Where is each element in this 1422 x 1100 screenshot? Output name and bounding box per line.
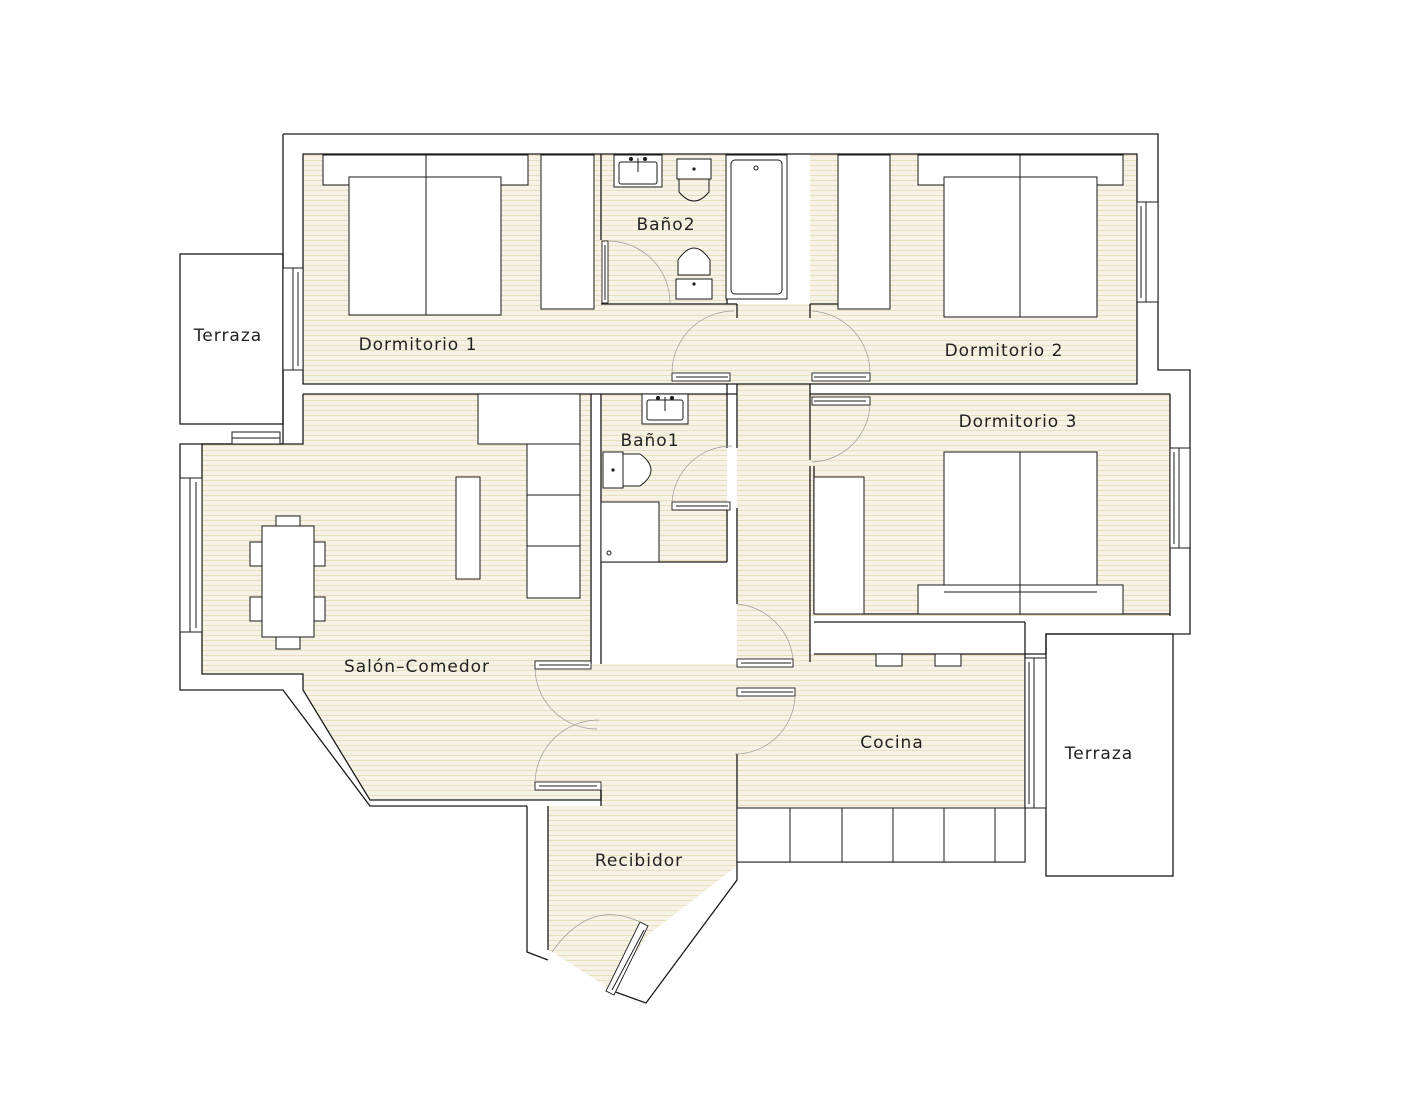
window-dorm2 bbox=[1136, 201, 1159, 303]
door-main-entrance bbox=[551, 914, 649, 996]
floor-hallway-top bbox=[601, 304, 810, 384]
cocina-wall-items bbox=[875, 653, 962, 667]
bathtub-icon bbox=[725, 154, 788, 300]
window-salon-north bbox=[231, 431, 281, 445]
window-dorm3 bbox=[1169, 447, 1191, 549]
kitchen-counter-icon bbox=[736, 807, 1026, 863]
toilet-icon bbox=[602, 451, 652, 489]
door-salon bbox=[534, 660, 598, 730]
bed-icon bbox=[917, 451, 1124, 615]
sink-icon bbox=[613, 154, 663, 188]
wardrobe-icon bbox=[837, 154, 891, 310]
windows bbox=[179, 201, 1191, 809]
door-dormitorio-3 bbox=[811, 396, 871, 463]
label-recibidor: Recibidor bbox=[595, 851, 683, 871]
label-dormitorio-1: Dormitorio 1 bbox=[359, 335, 478, 355]
door-dormitorio-1 bbox=[671, 310, 735, 382]
wardrobe-icon bbox=[540, 154, 595, 310]
label-cocina: Cocina bbox=[860, 733, 924, 753]
tv-unit-icon bbox=[455, 476, 481, 580]
floor-salon-comedor bbox=[202, 394, 737, 800]
door-cocina-lower bbox=[734, 687, 796, 755]
sink-icon bbox=[641, 393, 689, 425]
dining-table-icon bbox=[249, 515, 326, 650]
sofa-icon bbox=[526, 394, 581, 599]
bed-icon bbox=[917, 154, 1124, 318]
window-cocina bbox=[1024, 657, 1047, 809]
label-dormitorio-2: Dormitorio 2 bbox=[945, 341, 1064, 361]
bidet-icon bbox=[676, 158, 712, 202]
toilet-icon bbox=[675, 247, 713, 300]
shower-icon bbox=[600, 501, 660, 563]
label-bano-1: Baño1 bbox=[620, 431, 679, 451]
label-terraza-east: Terraza bbox=[1064, 744, 1133, 764]
door-bano-1 bbox=[671, 445, 733, 511]
door-cocina-upper bbox=[736, 603, 794, 668]
window-salon-west bbox=[179, 477, 203, 633]
room-labels: Terraza Dormitorio 1 Baño2 Dormitorio 2 … bbox=[193, 215, 1133, 871]
floor-corridor bbox=[737, 384, 810, 664]
kitchen-counter-icon bbox=[477, 393, 581, 445]
label-bano-2: Baño2 bbox=[636, 215, 695, 235]
label-salon-comedor: Salón–Comedor bbox=[344, 657, 490, 677]
label-dormitorio-3: Dormitorio 3 bbox=[959, 412, 1078, 432]
door-dormitorio-2 bbox=[811, 310, 871, 382]
label-terraza-west: Terraza bbox=[193, 326, 262, 346]
bed-icon bbox=[322, 154, 529, 316]
door-bano-2 bbox=[601, 240, 671, 304]
door-recibidor-salon bbox=[534, 719, 602, 791]
wardrobe-icon bbox=[813, 476, 865, 615]
doors bbox=[534, 240, 871, 996]
floor-cocina bbox=[737, 654, 1025, 808]
floor-recibidor bbox=[548, 754, 737, 990]
window-dorm1 bbox=[282, 267, 304, 371]
